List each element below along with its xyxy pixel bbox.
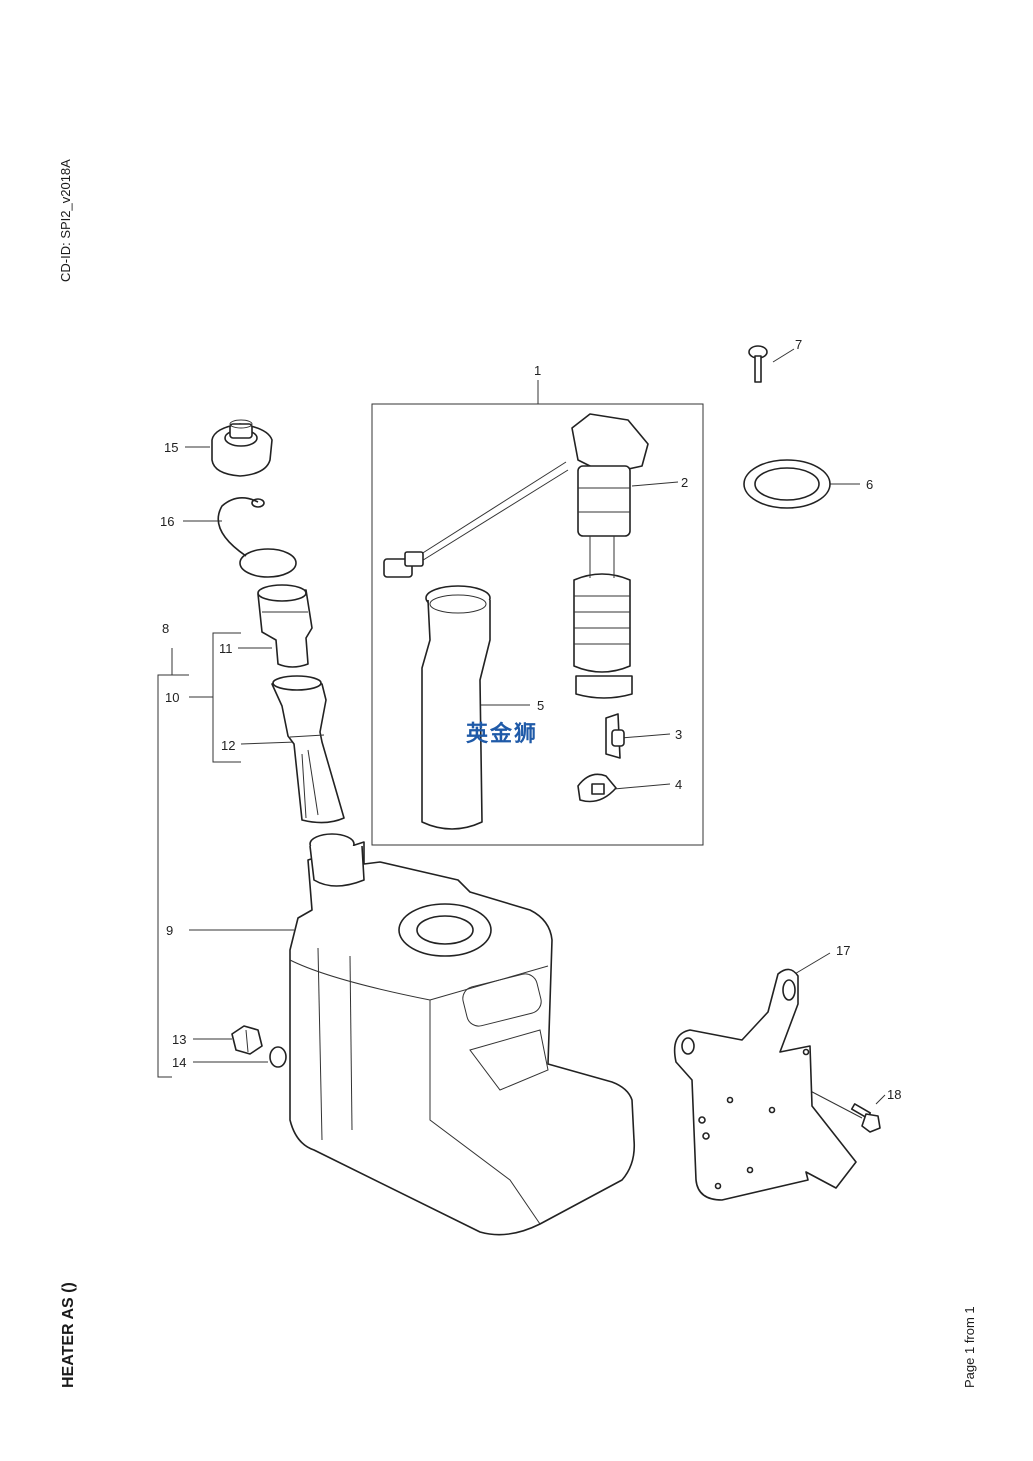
watermark-logo: 英金狮 [466,722,539,747]
filler-hose [271,675,345,824]
clip-part-3 [605,713,625,759]
mounting-bracket [673,968,857,1201]
callout-4: 4 [675,777,682,792]
fuel-tank [289,833,636,1236]
clip-part-4 [577,773,617,803]
fuel-sender-unit [383,413,649,699]
callout-7: 7 [795,337,802,352]
cap-retaining-strap [217,497,297,578]
sealing-ring [743,459,831,509]
callout-14: 14 [172,1055,186,1070]
o-ring [269,1046,287,1068]
callout-6: 6 [866,477,873,492]
filler-neck [257,584,313,668]
callout-13: 13 [172,1032,186,1047]
callout-17: 17 [836,943,850,958]
screw-7 [748,345,768,383]
callout-10: 10 [165,690,179,705]
bracket-8 [157,648,173,1078]
callout-8: 8 [162,621,169,636]
drain-plug [231,1025,263,1055]
callout-18: 18 [887,1087,901,1102]
callout-5: 5 [537,698,544,713]
bolt-18 [850,1103,881,1133]
callout-16: 16 [160,514,174,529]
surge-tube [421,585,491,830]
callout-9: 9 [166,923,173,938]
filler-cap [211,419,273,477]
callout-15: 15 [164,440,178,455]
callout-12: 12 [221,738,235,753]
callout-1: 1 [534,363,541,378]
callout-2: 2 [681,475,688,490]
callout-3: 3 [675,727,682,742]
callout-11: 11 [219,641,233,656]
